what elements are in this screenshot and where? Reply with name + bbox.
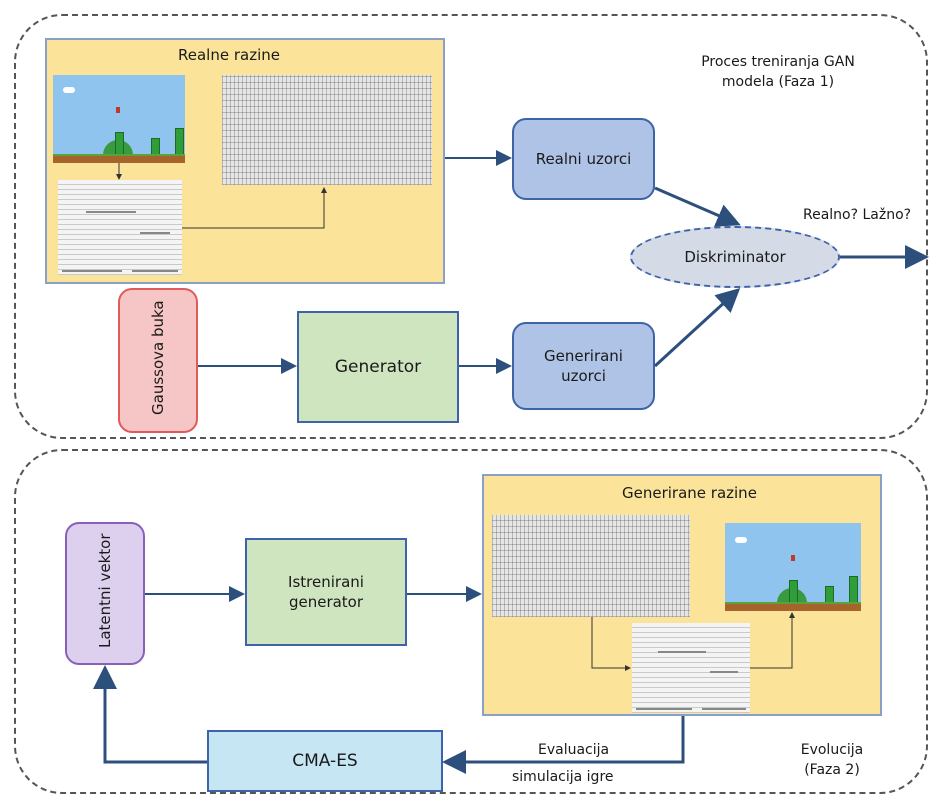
latent-vector-box xyxy=(65,522,145,665)
ground xyxy=(725,602,861,611)
generated-level-tile-map xyxy=(632,623,750,713)
mario-icon xyxy=(791,555,795,561)
discriminator-node: Diskriminator xyxy=(630,226,840,288)
generated-samples-box: Generirani uzorci xyxy=(512,322,655,410)
ground xyxy=(53,154,185,163)
trained-generator-box: Istrenirani generator xyxy=(245,538,407,646)
trained-generator-label: Istrenirani generator xyxy=(288,572,364,611)
arrow-cma-es-to-latent xyxy=(93,665,207,764)
evaluation-label-line2: simulacija igre xyxy=(512,769,614,785)
real-levels-title: Realne razine xyxy=(178,46,280,64)
generated-level-screenshot xyxy=(725,523,861,611)
real-level-encoding-grid xyxy=(222,75,432,185)
generator-box: Generator xyxy=(297,311,459,423)
cloud-icon xyxy=(63,87,75,93)
arrow-generated-samples-to-discriminator xyxy=(653,287,741,368)
tile-row xyxy=(62,270,122,272)
generator-label: Generator xyxy=(334,356,422,377)
real-samples-label: Realni uzorci xyxy=(535,149,632,168)
real-samples-box: Realni uzorci xyxy=(512,118,655,200)
tile-row xyxy=(636,708,692,710)
real-level-tile-map xyxy=(58,180,182,275)
generated-levels-title: Generirane razine xyxy=(622,484,757,502)
tile-row xyxy=(132,270,178,272)
arrow-grid-to-tilemap xyxy=(591,617,631,671)
phase2-container xyxy=(14,449,928,794)
phase2-title: Evolucija (Faza 2) xyxy=(800,742,864,779)
evaluation-label-line1: Evaluacija xyxy=(538,742,610,758)
cloud-icon xyxy=(735,537,747,543)
arrow-tilemap-to-screenshot xyxy=(750,612,795,669)
phase1-container xyxy=(14,14,928,439)
tile-row xyxy=(658,651,706,653)
tile-row xyxy=(702,708,746,710)
arrow-levels-to-cma-es xyxy=(442,716,685,774)
cma-es-label: CMA-ES xyxy=(292,750,358,771)
tile-row xyxy=(710,671,738,673)
real-level-screenshot xyxy=(53,75,185,163)
mario-icon xyxy=(116,107,120,113)
cma-es-box: CMA-ES xyxy=(207,730,443,792)
output-question-label: Realno? Lažno? xyxy=(803,207,912,223)
tile-row xyxy=(86,211,136,213)
generated-level-encoding-grid xyxy=(492,515,690,617)
arrow-tilemap-to-grid xyxy=(182,187,327,229)
tile-row xyxy=(140,232,170,234)
noise-box xyxy=(118,288,198,433)
phase1-title: Proces treniranja GAN modela (Faza 1) xyxy=(701,54,855,91)
generated-samples-label: Generirani uzorci xyxy=(544,346,623,385)
discriminator-label: Diskriminator xyxy=(684,248,786,266)
arrow-real-samples-to-discriminator xyxy=(654,186,741,227)
